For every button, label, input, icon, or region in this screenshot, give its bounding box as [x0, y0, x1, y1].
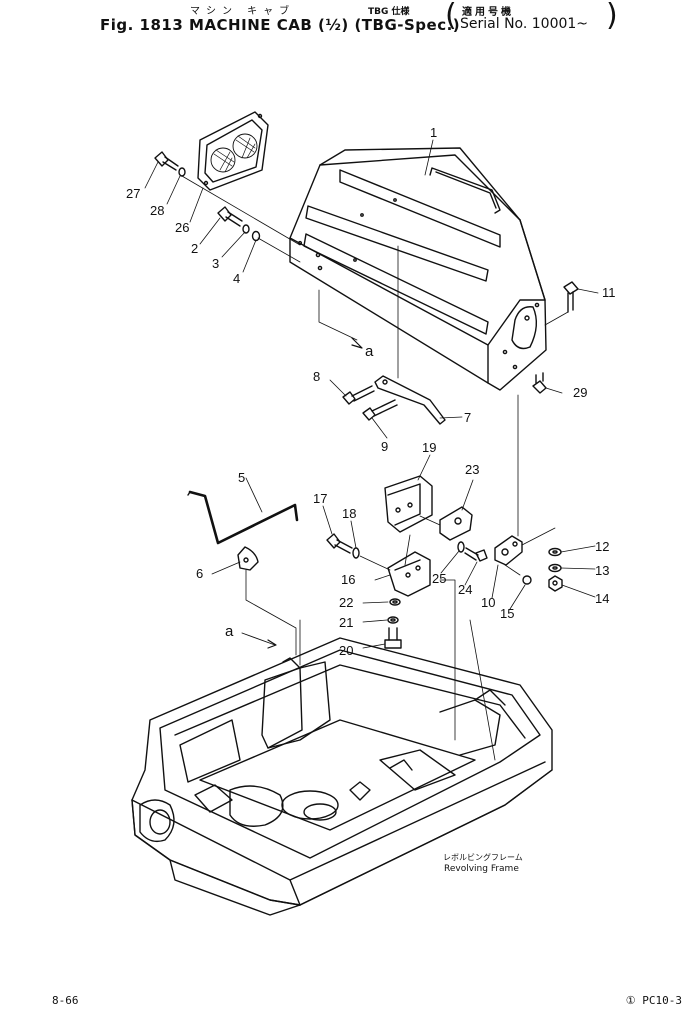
callout-25: 25	[432, 571, 446, 586]
close-brace: )	[606, 0, 618, 33]
bolt-17	[326, 533, 353, 554]
callout-10: 10	[481, 595, 495, 610]
rod	[187, 490, 299, 545]
serial-number: Serial No. 10001~	[460, 16, 589, 32]
callout-12: 12	[595, 539, 609, 554]
bolt-8	[342, 385, 375, 405]
frame-label: Revolving Frame	[444, 864, 519, 874]
callout-7: 7	[464, 410, 471, 425]
tbg-spec-japanese: TBG 仕様	[368, 7, 410, 17]
bolt-27	[154, 151, 179, 171]
cab-cover	[289, 147, 547, 391]
callout-15: 15	[500, 606, 514, 621]
washer-22	[389, 598, 401, 606]
frame-label-japanese: レボルビングフレーム	[443, 852, 523, 862]
bracket-23	[419, 506, 473, 541]
callout-21: 21	[339, 615, 353, 630]
washer-18	[352, 547, 360, 559]
callout-29: 29	[573, 385, 587, 400]
latch-bracket	[374, 245, 446, 425]
callout-leaders	[144, 139, 599, 649]
page-number: 8-66	[52, 994, 79, 1007]
ball-15	[522, 575, 532, 585]
washer-4	[251, 230, 261, 242]
callout-24: 24	[458, 582, 472, 597]
callout-5: 5	[238, 470, 245, 485]
callout-27: 27	[126, 186, 140, 201]
bolt-2	[217, 206, 243, 227]
callout-11: 11	[602, 285, 616, 300]
callout-18: 18	[342, 506, 356, 521]
callout-2: 2	[191, 241, 198, 256]
hinge-10	[494, 394, 556, 566]
grille-plate	[197, 111, 269, 191]
callout-19: 19	[422, 440, 436, 455]
title-kana: マシン キャブ	[190, 6, 296, 17]
open-brace: (	[445, 0, 457, 33]
callout-3: 3	[212, 256, 219, 271]
callout-8: 8	[313, 369, 320, 384]
washer-25	[457, 541, 465, 553]
revolving-frame	[131, 637, 553, 916]
washer-28	[178, 167, 186, 177]
bracket-19	[384, 475, 433, 533]
callout-4: 4	[233, 271, 240, 286]
callout-17: 17	[313, 491, 327, 506]
washer-13	[548, 563, 562, 573]
model-code: ① PC10-3	[625, 994, 682, 1007]
callout-14: 14	[595, 591, 609, 606]
arrow-label-lower: a	[225, 623, 234, 640]
callout-9: 9	[381, 439, 388, 454]
bolt-20	[384, 627, 402, 649]
washer-3	[242, 224, 250, 234]
callout-26: 26	[175, 220, 189, 235]
plate-16	[387, 551, 431, 597]
bracket-6	[237, 546, 259, 571]
bolt-24	[464, 547, 488, 562]
bolt-11	[563, 281, 579, 313]
callout-labels: 1 2 3 4 5 6 7 8 9 10 11 12 13 14 15 16 1…	[126, 125, 616, 874]
nut-14	[548, 575, 563, 592]
bolt-29	[532, 372, 547, 394]
washer-12	[548, 547, 562, 557]
washer-21	[387, 616, 399, 624]
serial-japanese: 適用号機	[462, 7, 514, 18]
callout-23: 23	[465, 462, 479, 477]
callout-6: 6	[196, 566, 203, 581]
arrow-label-upper: a	[365, 343, 374, 360]
callout-1: 1	[430, 125, 437, 140]
bolt-9	[362, 399, 398, 421]
figure-title: Fig. 1813 MACHINE CAB (½) (TBG-Spec.)	[100, 16, 461, 34]
callout-16: 16	[341, 572, 355, 587]
callout-28: 28	[150, 203, 164, 218]
callout-20: 20	[339, 643, 353, 658]
callout-22: 22	[339, 595, 353, 610]
callout-13: 13	[595, 563, 609, 578]
